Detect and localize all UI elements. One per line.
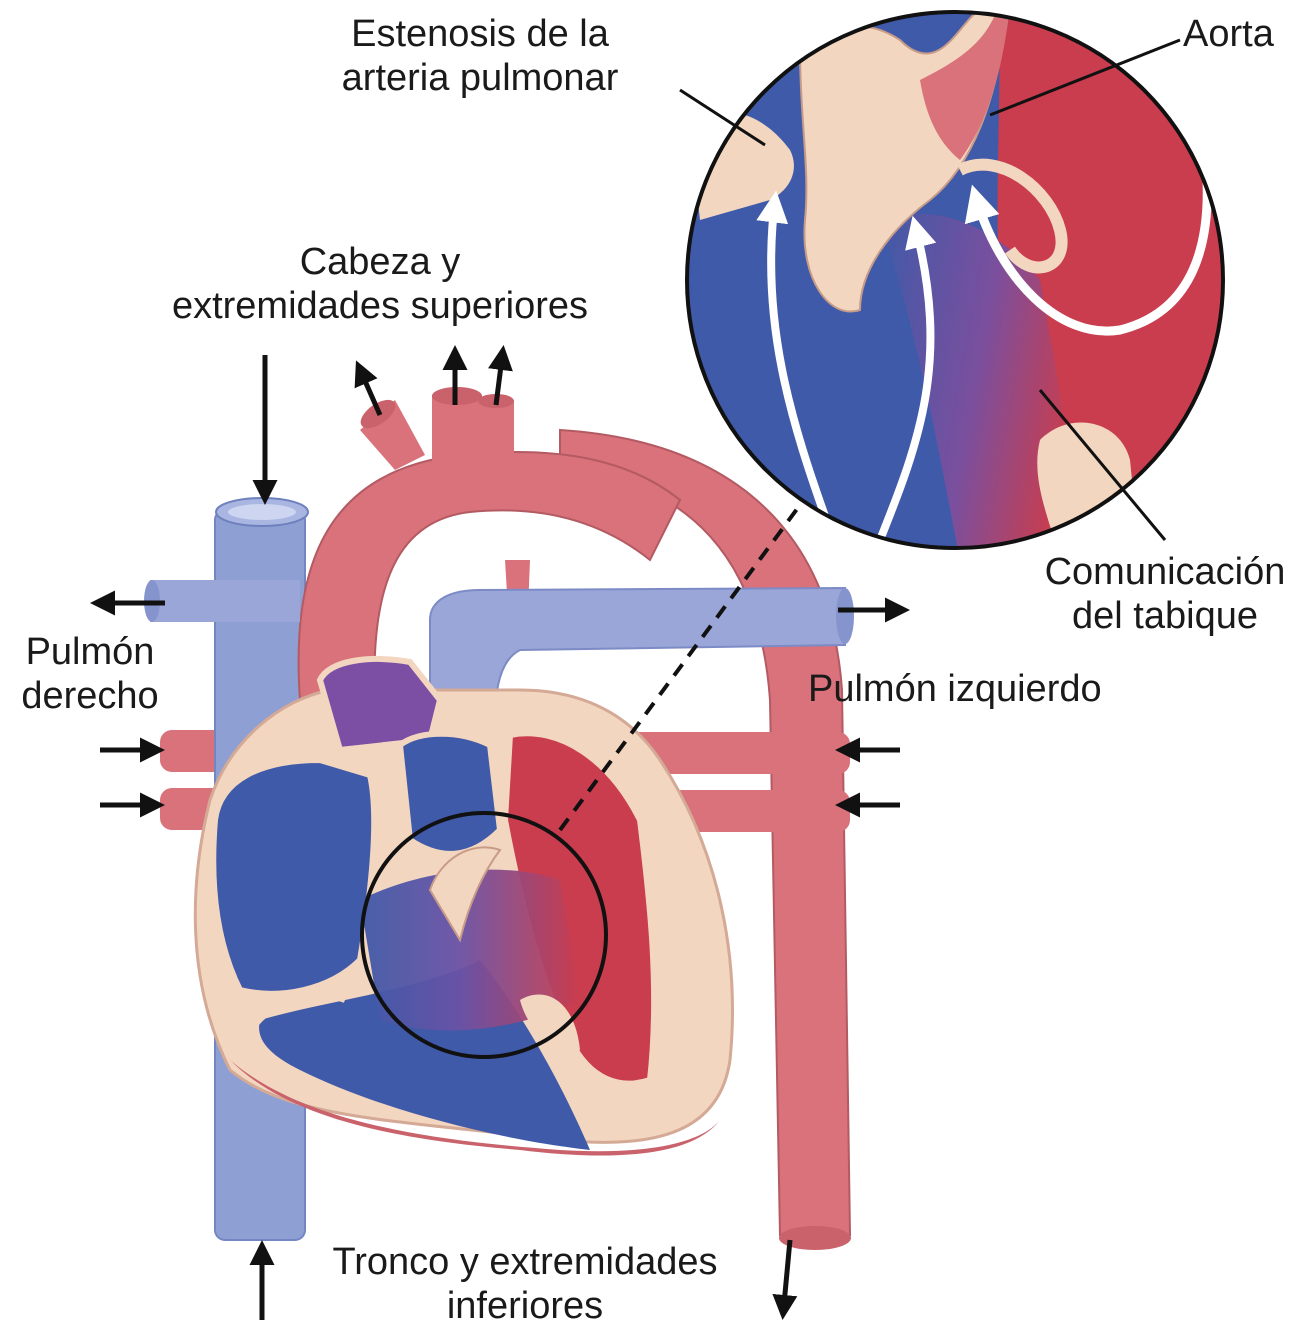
- label-cabeza-line2: extremidades superiores: [110, 284, 650, 328]
- label-aorta: Aorta: [1183, 12, 1274, 56]
- arrow-trunk-out: [783, 1240, 790, 1315]
- zoom-connector-line: [560, 505, 800, 830]
- label-pulmon-derecho-line1: Pulmón: [5, 630, 175, 674]
- label-comunicacion: Comunicación del tabique: [1015, 550, 1315, 638]
- label-tronco-line2: inferiores: [300, 1284, 750, 1328]
- label-estenosis-line2: arteria pulmonar: [300, 56, 660, 100]
- arrow-head-1: [358, 365, 380, 415]
- label-comunicacion-line1: Comunicación: [1015, 550, 1315, 594]
- label-pulmon-derecho-line2: derecho: [5, 674, 175, 718]
- label-tronco-line1: Tronco y extremidades: [300, 1240, 750, 1284]
- label-cabeza-line1: Cabeza y: [110, 240, 650, 284]
- label-estenosis: Estenosis de la arteria pulmonar: [300, 12, 660, 100]
- label-comunicacion-line2: del tabique: [1015, 594, 1315, 638]
- label-estenosis-line1: Estenosis de la: [300, 12, 660, 56]
- label-cabeza: Cabeza y extremidades superiores: [110, 240, 650, 328]
- zoom-inset: [687, 0, 1260, 560]
- label-pulmon-derecho: Pulmón derecho: [5, 630, 175, 718]
- label-tronco: Tronco y extremidades inferiores: [300, 1240, 750, 1328]
- label-pulmon-izquierdo: Pulmón izquierdo: [808, 667, 1102, 711]
